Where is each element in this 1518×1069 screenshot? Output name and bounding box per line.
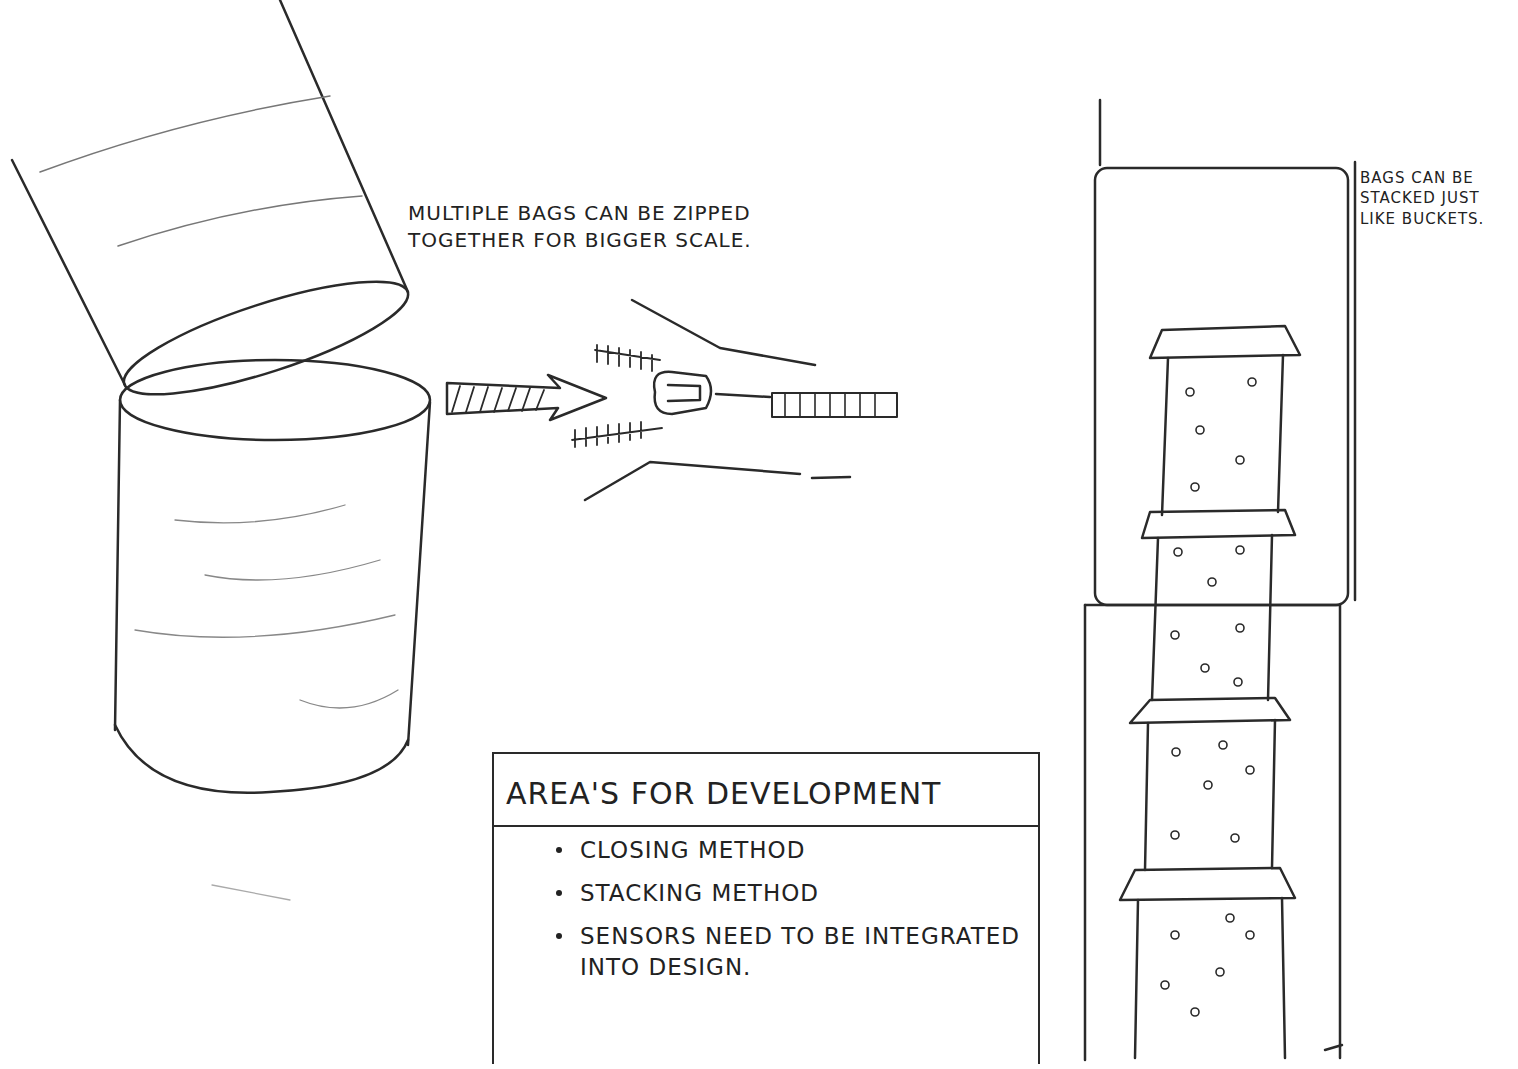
handwritten-note: BAGS CAN BE STACKED JUST LIKE BUCKETS. [1360, 168, 1515, 229]
development-box: AREA'S FOR DEVELOPMENTCLOSING METHODSTAC… [492, 752, 1040, 1064]
bullet-item: SENSORS NEED TO BE INTEGRATED INTO DESIG… [494, 913, 1038, 987]
zipper-sketch [447, 300, 897, 500]
bucket-bag [115, 360, 430, 900]
tilted-bag [12, 0, 418, 416]
handwritten-note: MULTIPLE BAGS CAN BE ZIPPED TOGETHER FOR… [408, 200, 768, 254]
box-heading: AREA'S FOR DEVELOPMENT [494, 754, 1038, 827]
bullet-item: STACKING METHOD [494, 870, 1038, 913]
bullet-item: CLOSING METHOD [494, 827, 1038, 870]
stacked-bags [1085, 100, 1355, 1060]
